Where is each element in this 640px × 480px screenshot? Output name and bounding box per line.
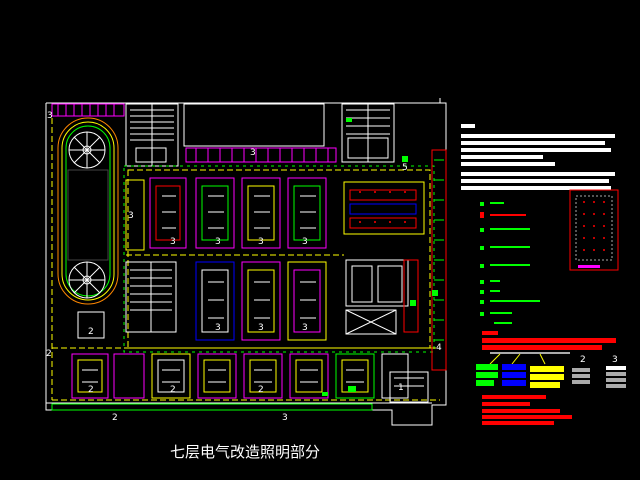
distribution-diagram: 2 3	[476, 331, 626, 425]
light-fixtures	[82, 195, 364, 383]
legend-detail-box	[569, 189, 619, 271]
svg-text:3: 3	[47, 111, 53, 121]
svg-text:2: 2	[46, 349, 52, 359]
svg-text:2: 2	[88, 385, 94, 395]
svg-text:4: 4	[436, 343, 442, 353]
svg-text:3: 3	[170, 237, 176, 247]
svg-text:3: 3	[128, 211, 134, 221]
design-notes-block	[461, 124, 615, 190]
room-row-1	[149, 177, 327, 249]
svg-text:2: 2	[580, 355, 586, 365]
svg-text:3: 3	[282, 413, 288, 423]
svg-text:3: 3	[612, 355, 618, 365]
room-row-2	[195, 261, 327, 341]
right-block	[343, 181, 425, 335]
svg-text:3: 3	[215, 323, 221, 333]
svg-text:3: 3	[215, 237, 221, 247]
svg-text:3: 3	[302, 237, 308, 247]
room-row-3	[71, 353, 409, 399]
svg-text:3: 3	[258, 237, 264, 247]
svg-text:3: 3	[258, 323, 264, 333]
floor-plan: 3 3 5 3 3 3 3 3 3 3 3 2 2 2 2 2 2 3 4 1	[45, 98, 447, 426]
svg-text:2: 2	[170, 385, 176, 395]
svg-text:2: 2	[88, 327, 94, 337]
drawing-title: 七层电气改造照明部分	[170, 443, 321, 461]
svg-text:2: 2	[258, 385, 264, 395]
svg-text:3: 3	[250, 148, 256, 158]
svg-text:1: 1	[398, 383, 404, 393]
svg-text:3: 3	[302, 323, 308, 333]
legend-symbols	[480, 189, 619, 324]
svg-text:5: 5	[402, 163, 408, 173]
svg-text:2: 2	[112, 413, 118, 423]
stair-core-top	[125, 103, 179, 167]
track	[57, 117, 119, 305]
